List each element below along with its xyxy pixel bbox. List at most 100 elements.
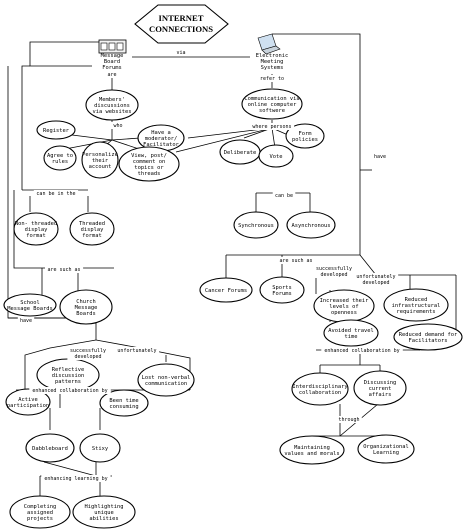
node-label: Members' (99, 97, 125, 103)
node-label: School (20, 300, 39, 306)
node-label: values and morals (284, 451, 339, 457)
node-label: Systems (261, 65, 284, 71)
node-shape (9, 495, 71, 529)
node-label: collaboration (299, 390, 341, 396)
node-label: Boards (76, 311, 95, 317)
node-label: requirements (397, 309, 436, 315)
node-label: Forums (272, 291, 291, 297)
node-label: View, post/ (131, 153, 167, 159)
edge-label-refer-to: refer to (257, 75, 287, 82)
edge-label-backing (41, 475, 111, 482)
node-label: Cancer Forums (205, 288, 247, 294)
node-label: Lost non-verbal (142, 375, 191, 381)
edge-label-text: enhancing learning by (44, 476, 107, 482)
node-label: Reflective (52, 367, 84, 373)
node-label: levels of (329, 304, 358, 310)
edge-label-backing (29, 387, 111, 394)
node-label: Register (43, 128, 70, 134)
node-label: comment on (133, 159, 165, 165)
edge-label-backing (111, 122, 125, 129)
node-backing (92, 54, 132, 74)
node-label: via websites (93, 109, 132, 115)
node-label: Active (18, 397, 37, 403)
edge-label-text: through (338, 417, 359, 423)
node-label: threads (138, 171, 161, 177)
node-label: discussion (52, 373, 84, 379)
title-line-2: CONNECTIONS (149, 24, 213, 34)
node-label: Threaded (79, 221, 105, 227)
edge-label-backing (371, 153, 389, 160)
title-box: INTERNET CONNECTIONS (134, 4, 229, 44)
edge-label-backing (17, 317, 35, 324)
edge-label-have-right: have (371, 153, 389, 160)
node-shape (81, 141, 119, 179)
edge-label-are-such-as-left: are such as (45, 266, 84, 273)
node-label: Electronic (256, 53, 288, 59)
node-label: Board (104, 59, 120, 65)
node-shape (3, 293, 57, 317)
node-label: display (25, 227, 48, 233)
title-line-1: INTERNET (159, 13, 204, 23)
edge-label-text: unfortunately (356, 274, 395, 280)
node-shape (285, 123, 325, 149)
node-label: softwere (259, 108, 285, 114)
node-label: format (82, 233, 101, 239)
node-shape (286, 211, 336, 239)
node-label: time (345, 334, 358, 340)
node-label: Been time (109, 398, 138, 404)
edge-label-text: are such as (279, 258, 312, 264)
node-shape (25, 433, 75, 463)
edge-label-backing (114, 347, 160, 354)
node-label: assigned (27, 510, 53, 516)
edge-label-enhanced-collab-left: enhanced collaboration by (29, 387, 111, 394)
node-label: Agree to (47, 153, 73, 159)
node-label: online computer (248, 102, 297, 108)
edge-label-text: developed (362, 280, 389, 286)
node-label: Communication via (244, 96, 299, 102)
node-label: participation (7, 403, 49, 409)
node-register: Register (36, 120, 76, 140)
node-label: Personalize (82, 152, 118, 158)
edge-label-backing (249, 123, 295, 130)
edge-label-where-persons: where persons (249, 123, 295, 130)
node-label: Facilitator (143, 142, 179, 148)
node-label: affairs (369, 392, 392, 398)
node-label: Message (75, 305, 98, 311)
node-label: Highlighting (85, 504, 124, 510)
edge-label-text: successfully (316, 266, 352, 272)
edge-label-backing (321, 347, 403, 354)
edge-label-are: are (105, 71, 119, 78)
node-shape (36, 120, 76, 140)
edge-label-text: successfully (70, 348, 106, 354)
node-shape (69, 212, 115, 246)
node-label: Facilitators (409, 338, 448, 344)
node-shape (43, 145, 77, 171)
node-shape (241, 88, 303, 120)
node-shape (383, 288, 449, 322)
edge-label-backing (67, 347, 109, 360)
node-backing (252, 54, 292, 74)
window-icon (98, 39, 127, 54)
node-label: Forums (102, 65, 121, 71)
node-dabbleboard: Dabbleboard (25, 433, 75, 463)
node-shape (118, 146, 180, 182)
node-label: abilities (89, 516, 118, 522)
node-shape (279, 435, 345, 465)
edge-label-backing (174, 49, 188, 56)
edge-label-enhancing-learning: enhancing learning by (41, 475, 111, 482)
